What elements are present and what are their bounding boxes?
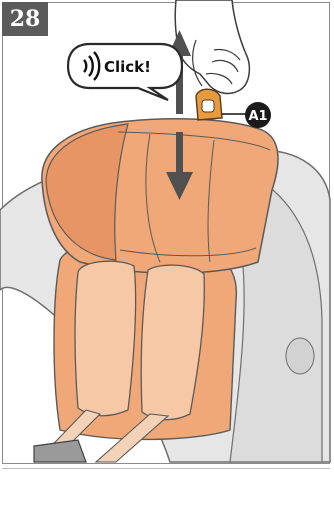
step-number-badge: 28 bbox=[2, 2, 48, 36]
seat-side-knob bbox=[286, 338, 314, 374]
left-shoulder-pad bbox=[75, 261, 136, 416]
click-sound-label: Click! bbox=[104, 58, 151, 76]
panel-bottom-rule bbox=[2, 468, 330, 469]
harness-buckle bbox=[34, 440, 86, 462]
marker-a1-label: A1 bbox=[248, 109, 267, 124]
adjust-handle-slot bbox=[202, 100, 214, 112]
